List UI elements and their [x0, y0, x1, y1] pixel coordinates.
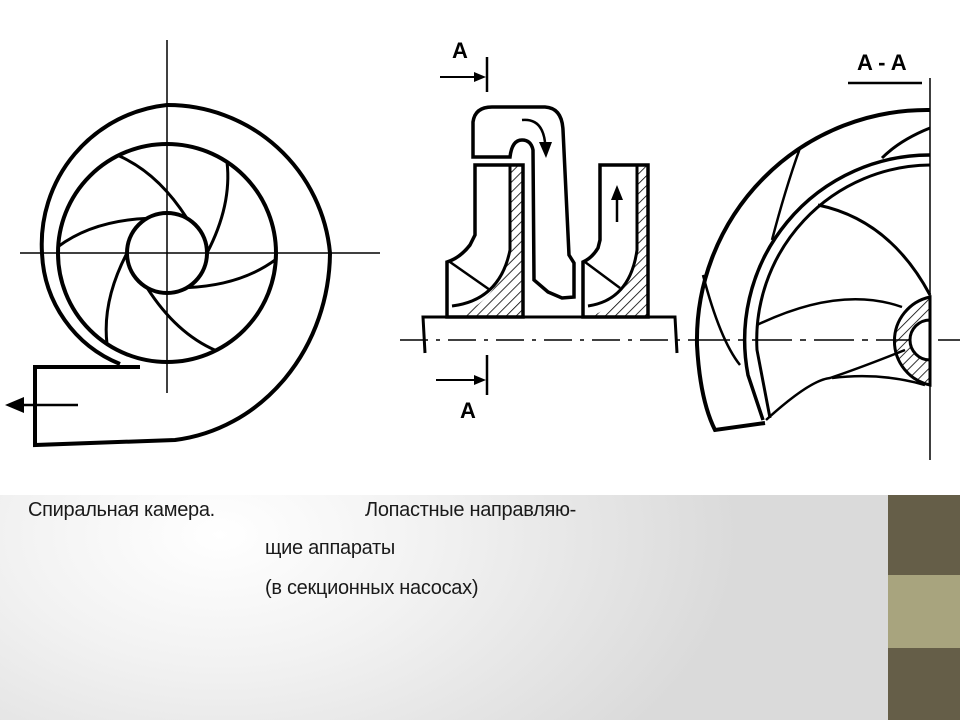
spiral-casing-drawing: [5, 40, 380, 448]
return-channel: [471, 105, 576, 300]
impeller-outer-circle: [56, 142, 278, 364]
caption-area: Спиральная камера. Лопастные направляю- …: [0, 495, 888, 720]
section-a-a-drawing: A - A: [690, 50, 960, 460]
caption-spiral-chamber: Спиральная камера.: [28, 499, 215, 521]
caption-vane-diffusers-line1: Лопастные направляю-: [365, 499, 577, 521]
right-stage-body: [581, 163, 650, 319]
diffuser-section-drawing: A A: [400, 38, 690, 423]
decor-block-dark-bottom: [888, 648, 960, 720]
decor-block-dark-top: [888, 495, 960, 575]
section-view-title: A - A: [857, 50, 907, 75]
flow-arrow-down-icon: [521, 118, 552, 158]
shaft-base: [421, 315, 679, 354]
outlet-arrow-icon: [5, 397, 78, 413]
section-label-top: A: [452, 38, 468, 63]
left-stage-body: [445, 163, 525, 319]
pump-drawings: A A A - A: [5, 38, 960, 460]
shaft-bore: [908, 318, 932, 362]
decor-block-light: [888, 575, 960, 648]
section-label-bottom: A: [460, 398, 476, 423]
spiral-volute: [33, 102, 333, 448]
caption-vane-diffusers-line3: (в секционных насосах): [265, 577, 479, 599]
flow-arrow-up-icon: [611, 185, 623, 222]
caption-vane-diffusers-line2: щие аппараты: [265, 537, 395, 559]
impeller-blades: [57, 154, 277, 352]
